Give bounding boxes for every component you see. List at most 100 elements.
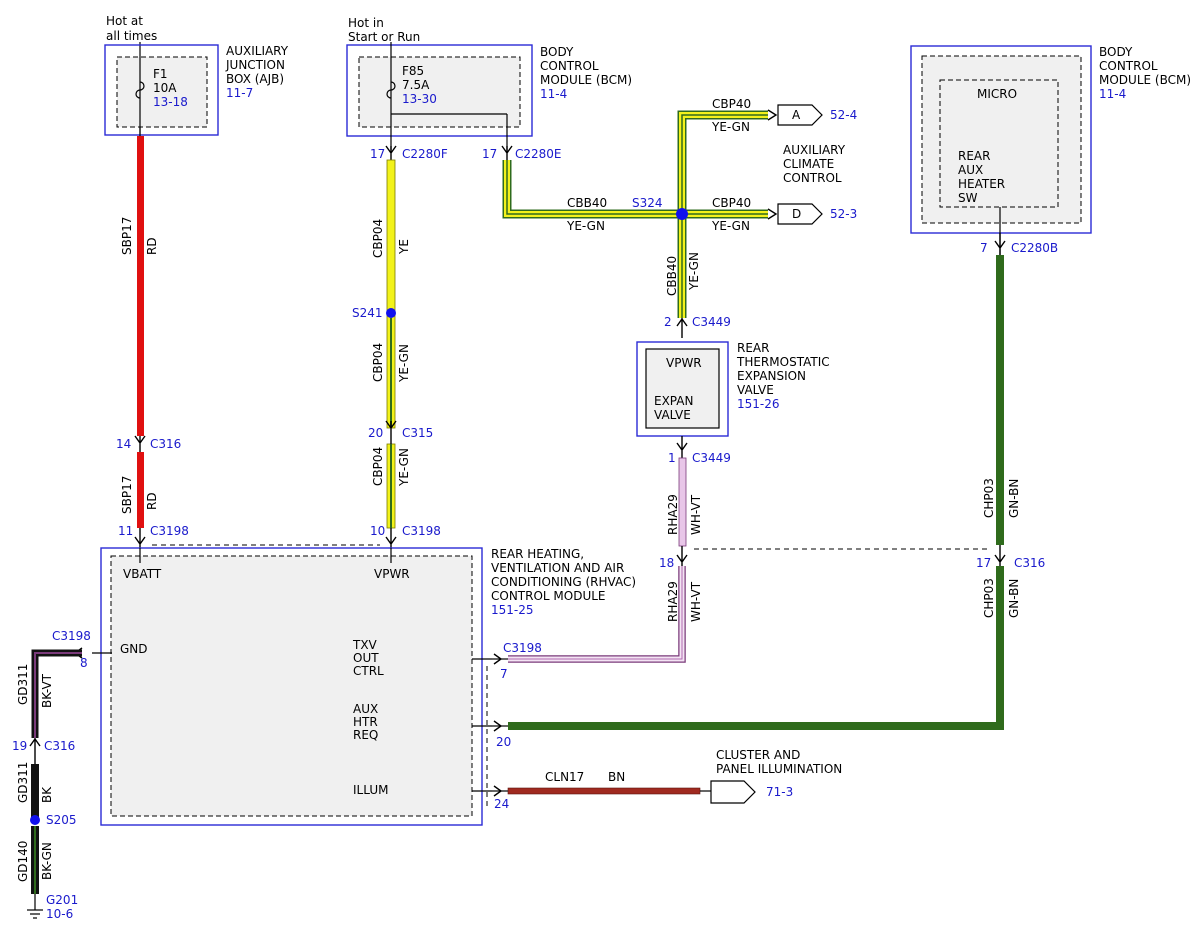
wire-label-color: RD xyxy=(145,237,159,255)
connector-pin-8: 1 xyxy=(668,451,676,465)
wire-label-color-2: RD xyxy=(145,492,159,510)
rhvac-vbatt-label: VBATT xyxy=(123,567,162,581)
rhvac-title-3: CONDITIONING (RHVAC) xyxy=(491,575,636,589)
splice-dot-3 xyxy=(30,815,40,825)
ajb-ref: 11-7 xyxy=(226,86,253,100)
connector-pin-3: 17 xyxy=(370,147,385,161)
connector-pin-10: 7 xyxy=(980,241,988,255)
valve-title-4: VALVE xyxy=(737,383,774,397)
bcm-ref: 11-4 xyxy=(540,87,567,101)
wire-label-circuit-17: GD140 xyxy=(16,841,30,882)
connector-name-2: C3198 xyxy=(150,524,189,538)
connector-name: C316 xyxy=(150,437,181,451)
bcm-title-3: MODULE (BCM) xyxy=(540,73,632,87)
wire-label-circuit-10: RHA29 xyxy=(666,494,680,535)
cluster-ref[interactable]: 71-3 xyxy=(766,785,793,799)
wire-label-color-10: WH-VT xyxy=(689,494,703,535)
connector-pin-7: 2 xyxy=(664,315,672,329)
rhvac-aux-label: AUX xyxy=(353,702,378,716)
ajb-title-3: BOX (AJB) xyxy=(226,72,284,86)
wire-label-color-15: BK-VT xyxy=(40,673,54,708)
connector-name-15: C3198 xyxy=(52,629,91,643)
connector-pin: 14 xyxy=(116,437,131,451)
bcm-supply-label: Hot in xyxy=(348,16,384,30)
wire-label-circuit-15: GD311 xyxy=(16,664,30,705)
offpage-letter-2: D xyxy=(792,207,801,221)
wire-cbb40-network: S324 CBB40 YE-GN CBP40 YE-GN CBP40 YE-GN… xyxy=(502,97,857,338)
ajb-fuse-ref: 13-18 xyxy=(153,95,188,109)
offpage-connector-a[interactable] xyxy=(777,104,823,126)
offpage-ref-2[interactable]: 52-3 xyxy=(830,207,857,221)
wire-label-color-16: BK xyxy=(40,786,54,803)
wire-label-circuit-5: CBP04 xyxy=(371,447,385,486)
wire-label-circuit-16: GD311 xyxy=(16,762,30,803)
splice-label-2: S324 xyxy=(632,196,663,210)
rhvac-txv-label-3: CTRL xyxy=(353,664,384,678)
wire-label-circuit-6: CBB40 xyxy=(567,196,607,210)
ground-name: G201 xyxy=(46,893,78,907)
rhvac-illum-label: ILLUM xyxy=(353,783,388,797)
wire-label-circuit-3: CBP04 xyxy=(371,219,385,258)
connector-arrow-icon-10 xyxy=(994,233,1006,255)
connector-arrow-icon-2 xyxy=(134,528,146,548)
bcm-sw-label-2: AUX xyxy=(958,163,983,177)
connector-pin-15: 8 xyxy=(80,656,88,670)
wire-label-circuit-11: RHA29 xyxy=(666,581,680,622)
wire-rha29: RHA29 WH-VT 18 RHA29 WH-VT xyxy=(508,457,703,663)
valve-title-2: THERMOSTATIC xyxy=(736,355,830,369)
connector-arrow-icon-11 xyxy=(994,545,1006,566)
connector-pin-4: 17 xyxy=(482,147,497,161)
connector-arrow-icon-16 xyxy=(29,737,41,764)
splice-dot xyxy=(386,308,396,318)
valve-title: REAR xyxy=(737,341,769,355)
wire-label-circuit-2: SBP17 xyxy=(120,476,134,514)
bcm-sw-label: REAR xyxy=(958,149,990,163)
wire-label-color-9: YE-GN xyxy=(687,252,701,291)
rhvac-aux-label-3: REQ xyxy=(353,728,378,742)
acc-title: AUXILIARY xyxy=(783,143,846,157)
connector-pin-5: 20 xyxy=(368,426,383,440)
bcm-sw-label-3: HEATER xyxy=(958,177,1005,191)
wire-label-color-14: BN xyxy=(608,770,625,784)
ajb-fuse-name: F1 xyxy=(153,67,168,81)
connector-pin-13: 20 xyxy=(496,735,511,749)
wire-red-upper xyxy=(137,136,144,436)
wire-label-color-17: BK-GN xyxy=(40,842,54,880)
wire-chp03: CHP03 GN-BN 17 C316 CHP03 GN-BN xyxy=(508,255,1045,730)
ajb-component: Hot at all times F1 10A 13-18 AUXILIARY … xyxy=(104,14,289,136)
bcm2-title: BODY xyxy=(1099,45,1133,59)
wire-label-circuit-7: CBP40 xyxy=(712,97,751,111)
ajb-supply-label: Hot at xyxy=(106,14,143,28)
bcm-supply-label-2: Start or Run xyxy=(348,30,420,44)
wire-label-color-3: YE xyxy=(397,239,411,255)
bcm-fuse-ref: 13-30 xyxy=(402,92,437,106)
valve-title-3: EXPANSION xyxy=(737,369,806,383)
bcm-title-2: CONTROL xyxy=(540,59,599,73)
wire-sbp17: SBP17 RD SBP17 RD 14 C316 11 C3198 xyxy=(116,136,189,548)
wire-label-circuit-14: CLN17 xyxy=(545,770,584,784)
rhvac-vpwr-label: VPWR xyxy=(374,567,410,581)
wire-label-color-11: WH-VT xyxy=(689,581,703,622)
ground-icon xyxy=(27,909,43,919)
wire-label-circuit-8: CBP40 xyxy=(712,196,751,210)
wire-cln17: CLN17 BN CLUSTER AND PANEL ILLUMINATION … xyxy=(507,748,842,804)
cluster-title-2: PANEL ILLUMINATION xyxy=(716,762,842,776)
connector-name-8: C3449 xyxy=(692,451,731,465)
valve-expan: EXPAN xyxy=(654,394,693,408)
bcm-sw-label-4: SW xyxy=(958,191,978,205)
connector-name-12: C3198 xyxy=(503,641,542,655)
offpage-connector-cluster[interactable] xyxy=(710,780,756,804)
bcm-fuse-name: F85 xyxy=(402,64,424,78)
offpage-connector-d[interactable] xyxy=(777,203,823,225)
connector-arrow-icon-4 xyxy=(501,145,513,160)
wire-label-color-13: GN-BN xyxy=(1007,579,1021,618)
ground-ref[interactable]: 10-6 xyxy=(46,907,73,921)
valve-vpwr: VPWR xyxy=(666,356,702,370)
offpage-ref[interactable]: 52-4 xyxy=(830,108,857,122)
ajb-fuse-rating: 10A xyxy=(153,81,177,95)
rhvac-gnd-label: GND xyxy=(120,642,148,656)
wire-red-lower xyxy=(137,452,144,528)
connector-name-3: C2280F xyxy=(402,147,448,161)
rhvac-module: VBATT VPWR GND TXV OUT CTRL AUX HTR REQ … xyxy=(52,544,636,826)
